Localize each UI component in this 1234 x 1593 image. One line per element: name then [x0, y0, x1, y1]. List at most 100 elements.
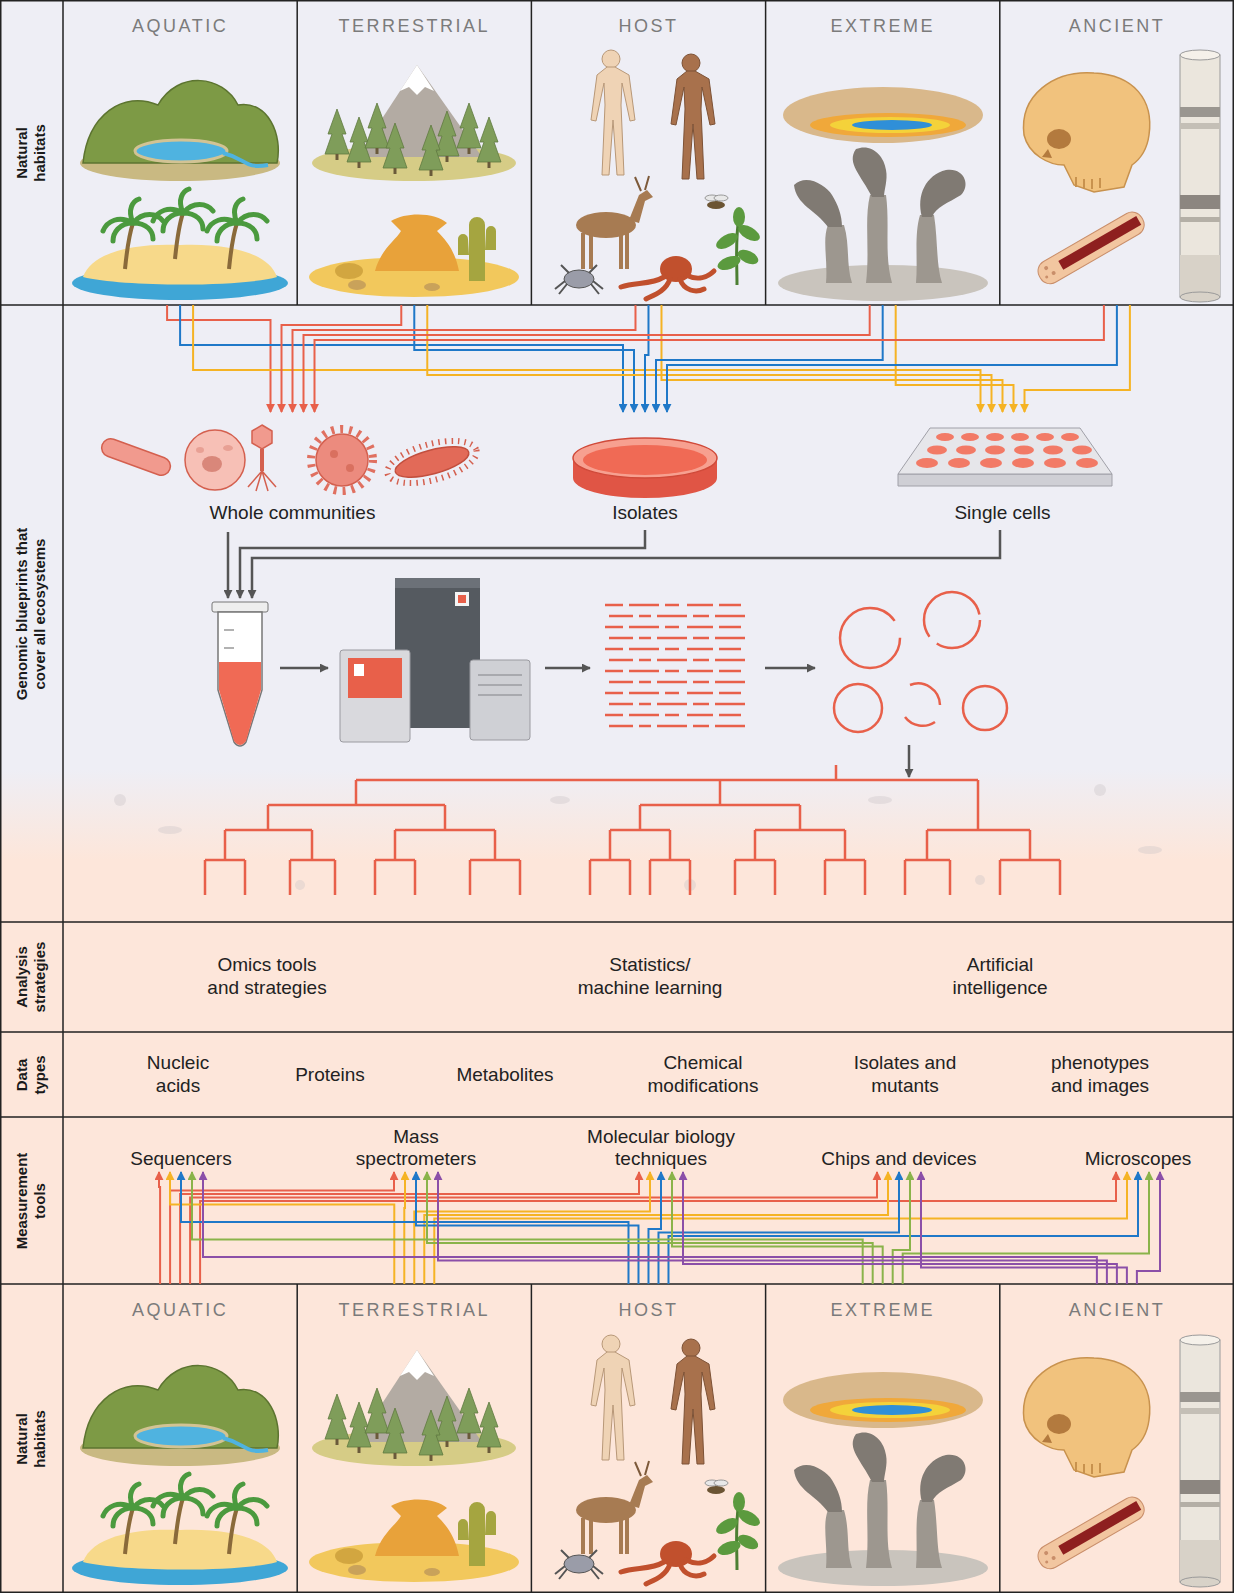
- pooling-arrows: [240, 530, 645, 598]
- habitat-connector: [414, 305, 634, 412]
- row-label: Genomic blueprints that cover all ecosys…: [13, 509, 49, 719]
- habitat-connector: [181, 1172, 628, 1284]
- habitat-connector: [403, 1172, 406, 1284]
- habitat-illustrations-top: [555, 50, 762, 299]
- habitat-panel: ANCIENT: [1000, 0, 1234, 305]
- sequencing-machines: [340, 650, 410, 742]
- habitat-panel: EXTREME: [766, 0, 1000, 305]
- habitat-illustrations-bottom: [72, 1335, 1220, 1587]
- background-bands: [0, 770, 1234, 860]
- sequencing-machines: [458, 595, 466, 603]
- habitat-illustrations-top: [72, 50, 1220, 302]
- habitat-connector: [304, 305, 870, 412]
- flow-arrows: [280, 667, 328, 670]
- habitat-connector: [903, 1172, 1149, 1284]
- habitat-connector: [1137, 1172, 1160, 1284]
- well-plate: [916, 433, 1098, 468]
- habitat-connector: [896, 305, 1014, 412]
- faint-microbes: [158, 826, 182, 834]
- faint-microbes: [1138, 846, 1162, 854]
- well-plate: [1014, 446, 1034, 455]
- category-label: Statistics/ machine learning: [560, 954, 740, 1000]
- habitat-illustrations-bottom: [72, 1366, 288, 1585]
- sequencing-machines: [455, 592, 469, 606]
- sequencing-machines: [478, 675, 522, 695]
- habitat-connector: [293, 305, 636, 412]
- grid-lines: [297, 1284, 1000, 1593]
- habitat-panel: EXTREME: [766, 1284, 1000, 1593]
- habitat-connector: [159, 1172, 160, 1284]
- category-label: Metabolites: [456, 1064, 553, 1087]
- well-plate: [916, 458, 938, 468]
- well-plate: [985, 446, 1005, 455]
- microbe-icons: [330, 450, 338, 458]
- well-plate: [927, 446, 947, 455]
- habitat-illustrations-top: [72, 81, 288, 300]
- assembled-genomes: [905, 683, 940, 725]
- phylogenetic-tree: [268, 805, 800, 830]
- well-plate: [1043, 446, 1063, 455]
- faint-microbes: [550, 796, 570, 804]
- measurement-tool: Microscopes: [1081, 1146, 1196, 1172]
- microbe-icons: [99, 436, 173, 478]
- tool-label: Chips and devices: [821, 1148, 976, 1170]
- microbe-icons: [202, 456, 222, 472]
- habitat-connector: [672, 1172, 883, 1284]
- pooling-arrows: [252, 530, 1000, 598]
- habitat-connector: [661, 305, 1002, 412]
- row-label: Data types: [13, 1045, 49, 1105]
- sequencing-machines: [395, 578, 480, 588]
- well-plate: [961, 433, 979, 441]
- row-label: Analysis strategies: [13, 932, 49, 1022]
- sample-tube: [219, 662, 261, 745]
- habitat-connector: [921, 1172, 1127, 1284]
- pooling-arrows: [227, 532, 230, 598]
- well-plate: [948, 458, 970, 468]
- petri-dish: [573, 438, 717, 478]
- well-plate: [1012, 458, 1034, 468]
- habitat-connector: [414, 1172, 650, 1284]
- habitat-illustrations-bottom: [1024, 1335, 1220, 1587]
- assembled-genomes: [834, 592, 1007, 732]
- phylogenetic-tree: [225, 829, 1030, 832]
- habitat-connector: [180, 305, 623, 412]
- habitat-connector: [1025, 305, 1130, 412]
- well-plate: [986, 433, 1004, 441]
- source-label: Whole communities: [210, 502, 376, 524]
- habitat-illustrations-bottom: [309, 1350, 519, 1582]
- habitat-illustrations-bottom: [778, 1372, 988, 1586]
- sample-tube: [218, 612, 262, 746]
- sequence-reads: [605, 600, 755, 732]
- habitat-title: AQUATIC: [63, 1300, 297, 1321]
- sequence-reads: [605, 600, 755, 732]
- grid-lines: [297, 0, 1000, 305]
- habitat-connector: [190, 1172, 877, 1284]
- phylogenetic-tree: [205, 859, 1060, 862]
- sample-tube: [212, 602, 268, 612]
- tool-label: Molecular biology techniques: [573, 1126, 750, 1170]
- petri-dish: [573, 438, 717, 498]
- well-plate: [980, 458, 1002, 468]
- faint-microbes: [295, 880, 305, 890]
- row-band: Genomic blueprints that cover all ecosys…: [0, 305, 1234, 922]
- petri-dish: [583, 445, 707, 475]
- assembled-genomes: [924, 592, 980, 648]
- category-label: Omics tools and strategies: [182, 954, 352, 1000]
- habitat-title: TERRESTRIAL: [297, 1300, 531, 1321]
- phylogenetic-tree: [205, 765, 1060, 895]
- habitat-title: TERRESTRIAL: [297, 16, 531, 37]
- habitat-title: EXTREME: [766, 1300, 1000, 1321]
- category-label: Chemical modifications: [636, 1052, 771, 1098]
- microbe-icons: [392, 441, 472, 484]
- habitat-title: ANCIENT: [1000, 1300, 1234, 1321]
- faint-microbes: [114, 794, 126, 806]
- flow-arrows: [908, 745, 911, 777]
- well-plate: [1061, 433, 1079, 441]
- microbe-icons: [260, 449, 264, 471]
- phylogenetic-tree: [205, 860, 1060, 895]
- habitat-connector: [180, 1172, 639, 1284]
- habitat-connector: [656, 305, 883, 412]
- faint-microbes: [975, 875, 985, 885]
- measurement-tool: Molecular biology techniques: [569, 1124, 754, 1172]
